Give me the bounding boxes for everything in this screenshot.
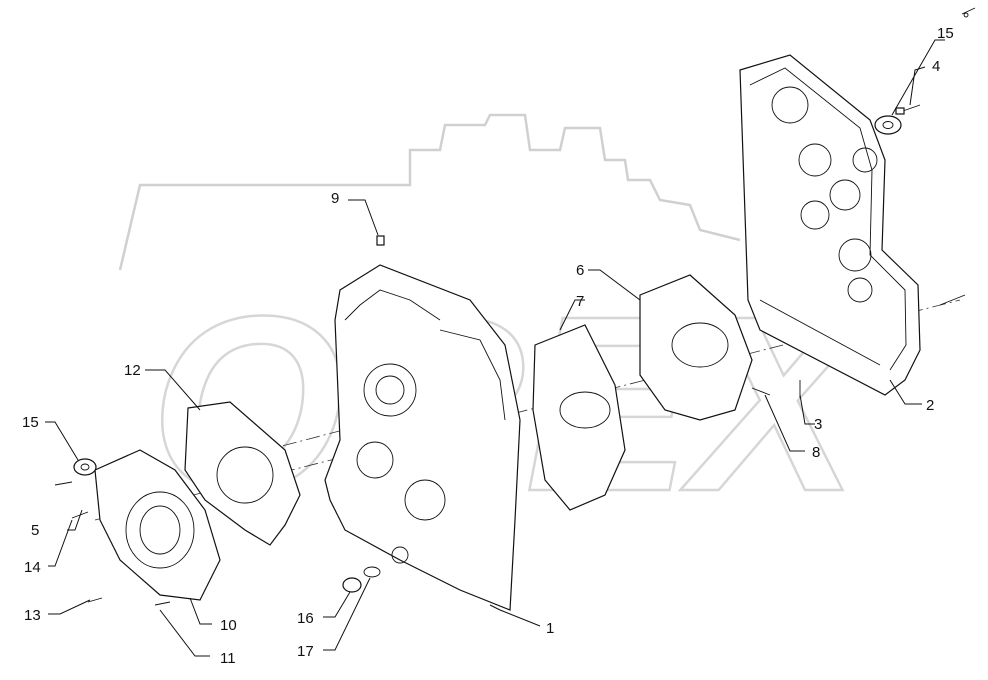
callout-9: 9 bbox=[331, 190, 339, 207]
callout-13: 13 bbox=[24, 607, 41, 624]
part-5-bolt bbox=[54, 481, 73, 486]
callout-17: 17 bbox=[297, 643, 314, 660]
callout-2: 2 bbox=[926, 397, 934, 414]
part-12-gasket bbox=[184, 401, 301, 546]
callout-11: 11 bbox=[220, 650, 236, 667]
callout-15-left: 15 bbox=[22, 414, 39, 431]
leader-lines bbox=[45, 39, 945, 657]
part-17-oring bbox=[363, 566, 381, 578]
part-11-bolt bbox=[154, 601, 171, 606]
part-8-dowel bbox=[751, 387, 771, 396]
callout-7: 7 bbox=[576, 293, 584, 310]
key-icon bbox=[961, 7, 976, 18]
part-15-ring-left bbox=[73, 458, 97, 476]
callout-4: 4 bbox=[932, 58, 940, 75]
part-6-plate bbox=[639, 274, 753, 421]
callout-12: 12 bbox=[124, 362, 141, 379]
callout-6: 6 bbox=[576, 262, 584, 279]
part-1-main-housing bbox=[324, 264, 521, 611]
callout-5: 5 bbox=[31, 522, 39, 539]
callout-10: 10 bbox=[220, 617, 237, 634]
part-10-front-cover bbox=[94, 449, 221, 601]
part-7-gasket bbox=[532, 324, 626, 511]
callout-8: 8 bbox=[812, 444, 820, 461]
callout-3: 3 bbox=[814, 416, 822, 433]
part-rear-housing bbox=[739, 54, 921, 396]
part-4-bolt bbox=[895, 104, 921, 115]
part-15-ring-right bbox=[874, 115, 902, 135]
callout-16: 16 bbox=[297, 610, 314, 627]
bolt-right bbox=[939, 294, 966, 306]
part-13-bolt bbox=[87, 597, 103, 603]
part-9-plug bbox=[376, 235, 385, 246]
callout-14: 14 bbox=[24, 559, 41, 576]
part-16-plug bbox=[342, 577, 362, 593]
callout-labels: 1 2 3 4 5 6 7 8 9 10 11 12 13 14 15 15 1… bbox=[22, 25, 954, 667]
callout-15-right: 15 bbox=[937, 25, 954, 42]
callout-1: 1 bbox=[546, 620, 554, 637]
